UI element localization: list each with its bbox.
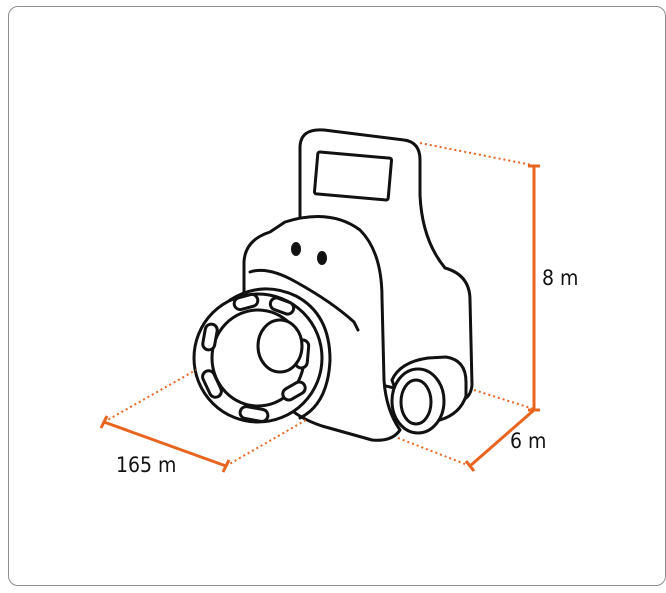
eye-dot-left — [291, 242, 301, 256]
height-extension-bottom — [473, 389, 538, 411]
eye-dot-right — [317, 251, 327, 265]
width-label: 165 m — [116, 453, 176, 477]
height-extension-top — [419, 142, 538, 167]
headlamp-icon — [192, 128, 474, 442]
width-extension-right — [225, 419, 307, 467]
depth-dimension-line — [469, 408, 535, 468]
side-knob-inner — [399, 378, 433, 426]
strap-slot — [312, 150, 394, 202]
depth-label: 6 m — [510, 429, 546, 453]
height-label: 8 m — [542, 266, 578, 290]
width-dimension: 165 m — [99, 369, 307, 477]
depth-extension — [397, 437, 471, 467]
width-dimension-line — [103, 420, 227, 468]
depth-dimension: 6 m — [397, 408, 546, 472]
lens-reflector — [256, 318, 304, 374]
lens-barrel — [228, 287, 332, 420]
width-extension-left — [103, 369, 197, 423]
